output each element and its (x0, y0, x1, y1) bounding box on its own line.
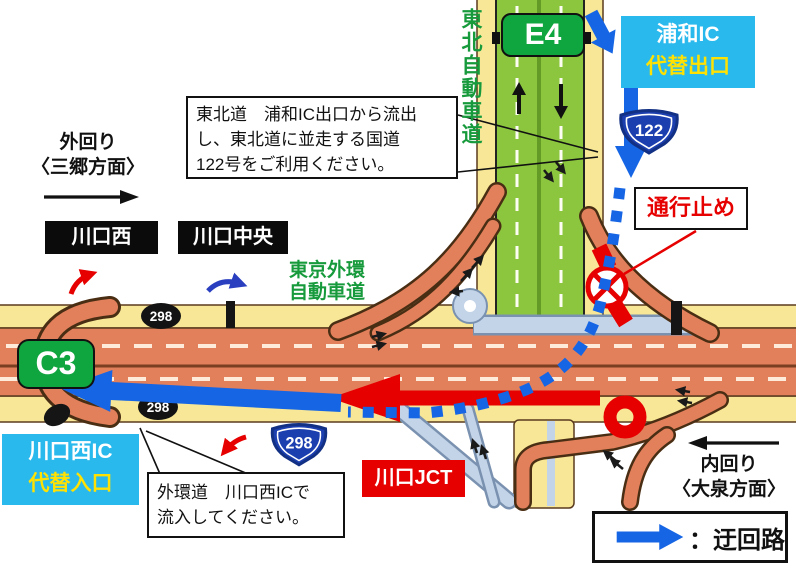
tohoku-expressway-label: 東北自動車道 (459, 8, 482, 146)
closed-route-red (330, 374, 647, 439)
legend-detour-arrow-icon (616, 524, 684, 550)
note-line: し、東北道に並走する国道 (196, 130, 400, 149)
route298-oval-upper: 298 (141, 303, 181, 329)
bridge-mark-right (583, 32, 591, 44)
gaikan-name-line2: 自動車道 (288, 282, 365, 303)
gaikan-name-line1: 東京外環 (288, 260, 365, 281)
outer-loop-destination: 〈三郷方面〉 (30, 157, 145, 178)
inner-loop-direction-label: 内回り 〈大泉方面〉 (664, 452, 794, 502)
closure-label-box: 通行止め (634, 187, 748, 230)
chuo-entry-arrow-icon (206, 272, 248, 293)
alt-entrance-role: 代替入口 (28, 472, 113, 495)
exit-arrow-icon (220, 434, 247, 457)
outer-loop-arrow-icon (44, 190, 139, 204)
alt-entrance-ic-name: 川口西IC (28, 440, 113, 463)
southbound-arrow-icon (554, 84, 568, 119)
toll-gate-markers (43, 301, 682, 427)
outer-loop-direction-label: 外回り 〈三郷方面〉 (13, 130, 163, 180)
c3-route-badge: C3 (17, 339, 95, 389)
alt-exit-role: 代替出口 (646, 55, 730, 78)
legend-box: ：迂回路 (592, 511, 788, 563)
note-line: 流入してください。 (157, 508, 309, 527)
outer-loop-name: 外回り (59, 132, 117, 153)
northbound-arrow-icon (512, 82, 526, 114)
svg-text:298: 298 (150, 309, 173, 324)
kawaguchi-jct-label: 川口JCT (362, 460, 465, 497)
svg-text:122: 122 (635, 121, 663, 140)
note-line: 東北道 浦和IC出口から流出 (196, 105, 417, 124)
e4-route-badge: E4 (501, 13, 585, 57)
detour-dotted-path (347, 187, 626, 419)
bridge-mark-left (492, 32, 500, 44)
entry-instruction-note: 外環道 川口西ICで 流入してください。 (147, 472, 345, 538)
note-line: 外環道 川口西ICで (157, 483, 310, 502)
closed-ramp (579, 206, 720, 343)
hook-ramp-blue (452, 288, 696, 336)
inner-loop-arrow-icon (688, 436, 779, 450)
route298-shield: 298 (270, 423, 328, 467)
sign-kawaguchi-chuo: 川口中央 (178, 221, 288, 254)
callout-lines (139, 114, 599, 475)
legend-detour-label: ：迂回路 (689, 526, 785, 554)
svg-text:298: 298 (286, 435, 313, 453)
ramp-direction-arrows (371, 161, 693, 470)
kawaguchi-nishi-alternate-entrance-box: 川口西IC 代替入口 (2, 434, 139, 505)
route122-shield: 122 (619, 109, 679, 155)
urawa-alternate-exit-box: 浦和IC 代替出口 (621, 16, 755, 88)
nishi-entry-arrow-icon (68, 269, 98, 295)
closure-callout-line (623, 229, 697, 276)
note-line: 122号をご利用ください。 (196, 155, 395, 174)
exit-instruction-note: 東北道 浦和IC出口から流出 し、東北道に並走する国道 122号をご利用ください… (186, 96, 458, 179)
svg-text:298: 298 (147, 400, 170, 415)
northwest-ramps (328, 182, 507, 342)
alt-exit-ic-name: 浦和IC (656, 23, 720, 46)
inner-loop-destination: 〈大泉方面〉 (671, 479, 786, 500)
detour-arrow-exit (584, 9, 616, 54)
sign-kawaguchi-nishi: 川口西 (45, 221, 158, 254)
gaikan-expressway-label: 東京外環 自動車道 (279, 260, 375, 304)
detour-arrow-west (60, 369, 342, 412)
inner-loop-name: 内回り (700, 454, 758, 475)
